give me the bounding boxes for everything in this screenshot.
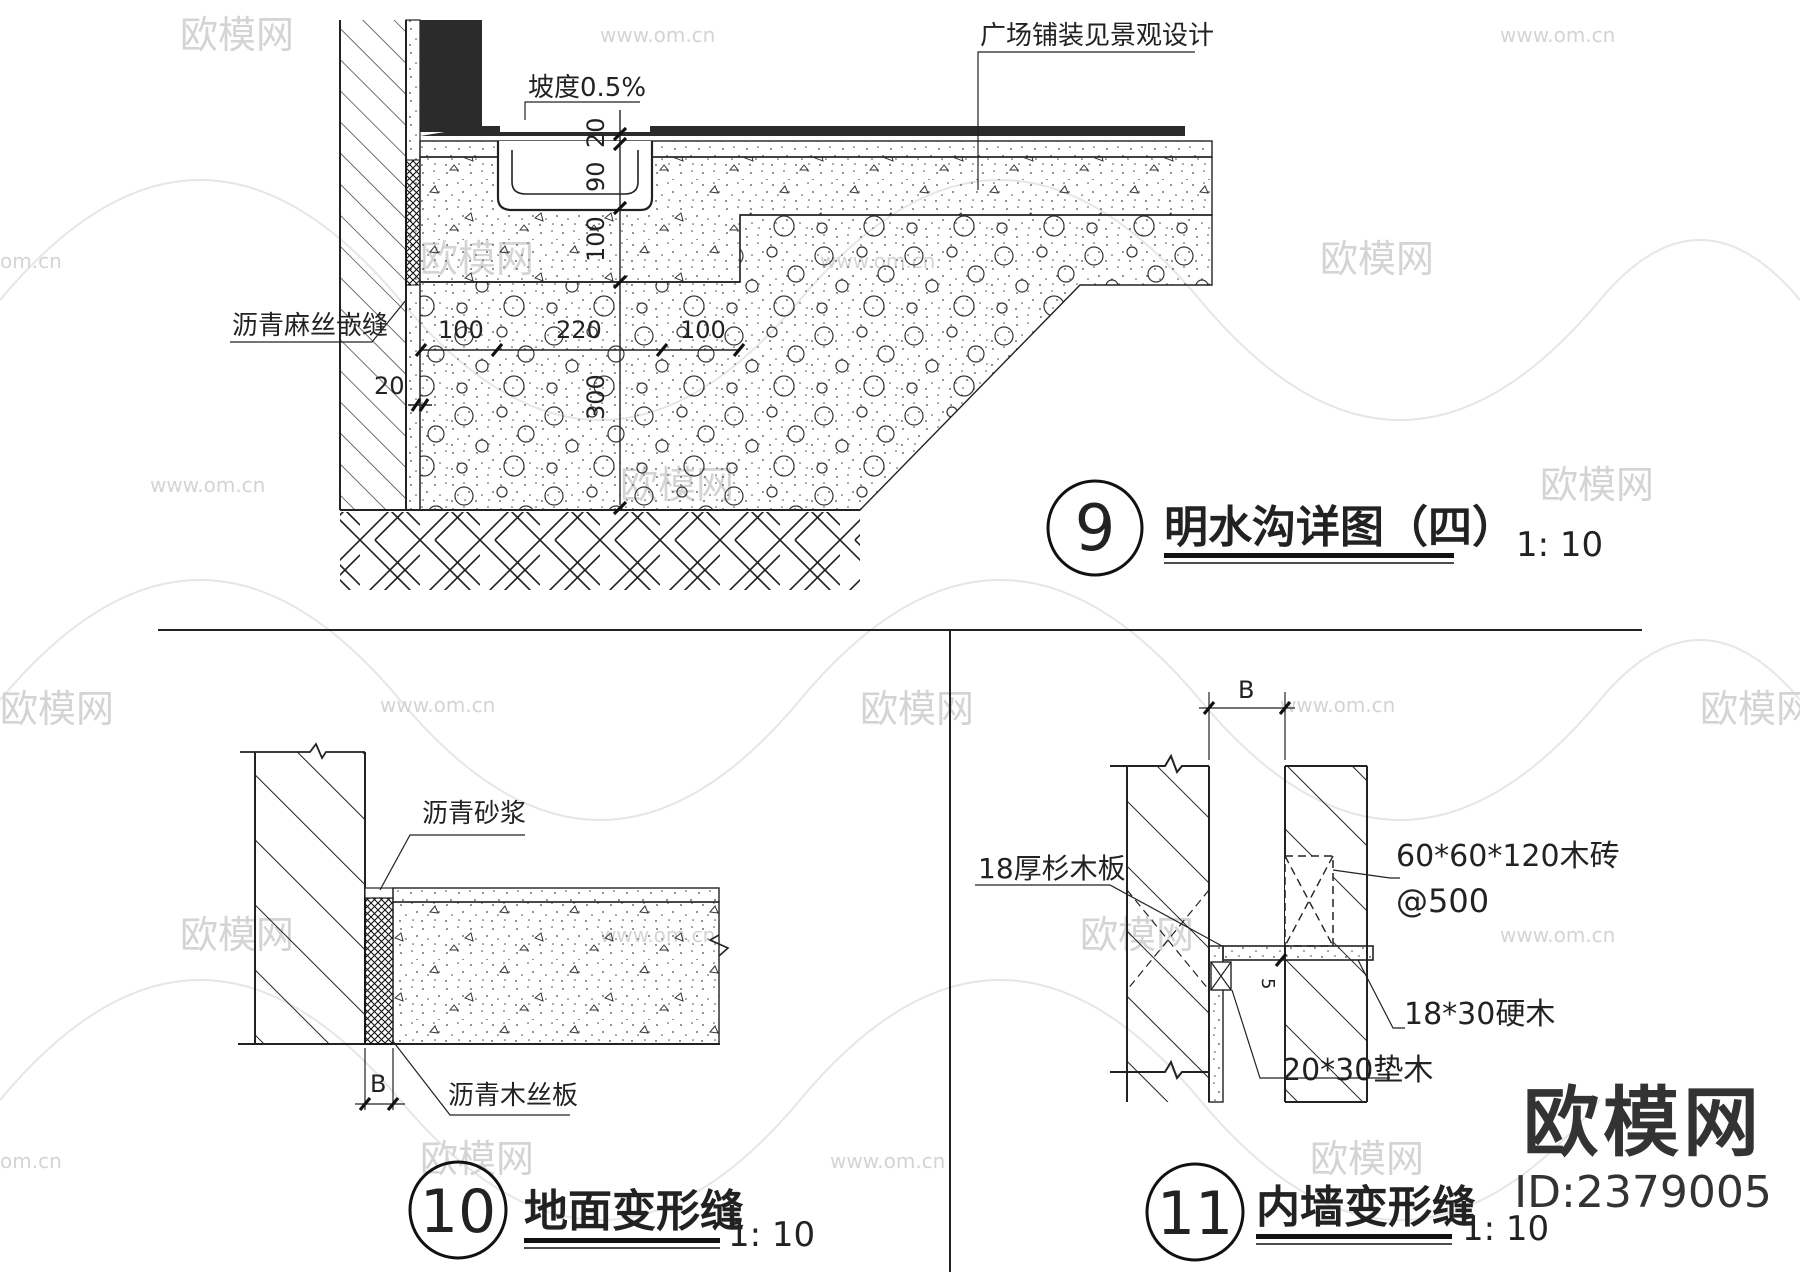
detail-9-scale: 1: 10	[1516, 525, 1603, 565]
detail-10-drawing	[238, 742, 730, 1116]
detail-10-callout	[408, 1160, 508, 1260]
earth-herringbone	[340, 512, 860, 590]
model-id: ID:2379005	[1514, 1167, 1772, 1218]
watermark-url: www.om.cn	[830, 1149, 945, 1173]
detail-9-drawing	[230, 19, 1213, 590]
detail-10-title: 地面变形缝	[524, 1186, 744, 1237]
curb-coping	[420, 20, 482, 132]
watermark-url: www.om.cn	[1500, 23, 1615, 47]
hardwood-strip	[1222, 945, 1374, 961]
watermark-url-short: om.cn	[0, 1149, 62, 1173]
watermark-url: www.om.cn	[1280, 693, 1395, 717]
watermark-url: www.om.cn	[1500, 923, 1615, 947]
watermark-brand: 欧模网	[0, 687, 114, 731]
watermark-brand: 欧模网	[860, 687, 974, 731]
watermark-url-short: om.cn	[0, 249, 62, 273]
watermark-brand: 欧模网	[1320, 237, 1434, 281]
detail-11-number: 11	[1157, 1179, 1233, 1249]
hardwood-label: 18*30硬木	[1404, 997, 1555, 1032]
watermark-brand: 欧模网	[420, 1137, 534, 1181]
joint-filler	[405, 159, 421, 286]
dim-20-top: 20	[582, 117, 610, 148]
asphalt-mortar	[364, 887, 394, 899]
detail-10-number: 10	[420, 1177, 496, 1247]
joint-label: 沥青麻丝嵌缝	[232, 311, 388, 341]
paving-note: 广场铺装见景观设计	[980, 21, 1214, 51]
dim-300: 300	[582, 374, 610, 420]
width-b-label: B	[1238, 676, 1254, 704]
detail-11-title: 内墙变形缝	[1256, 1182, 1476, 1233]
brand-logo: 欧模网 ID:2379005	[1508, 1085, 1778, 1215]
floor-finish	[392, 887, 720, 903]
watermark-url: www.om.cn	[380, 693, 495, 717]
watermark-brand: 欧模网	[1540, 463, 1654, 507]
detail-9-callout	[1046, 479, 1144, 577]
watermark-brand: 欧模网	[1700, 687, 1800, 731]
pavement-surface	[420, 126, 1185, 136]
dim-220: 220	[556, 316, 602, 344]
detail-10-labels: 沥青砂浆 沥青木丝板 B 10 地面变形缝 1: 10	[370, 799, 815, 1260]
detail-9-title: 明水沟详图（四）	[1164, 502, 1516, 553]
watermark-brand: 欧模网	[1310, 1137, 1424, 1181]
drain-channel	[496, 141, 654, 212]
board-label: 沥青木丝板	[448, 1081, 578, 1111]
detail-11-drawing	[975, 692, 1405, 1103]
plank-label: 18厚杉木板	[978, 852, 1126, 885]
spacing-label: @500	[1396, 882, 1489, 920]
wall-hatch	[340, 20, 406, 510]
wall-hatch	[255, 752, 365, 1044]
left-wall-hatch	[1127, 766, 1209, 1102]
dim-100-vertical: 100	[582, 216, 610, 262]
detail-11-callout	[1145, 1162, 1245, 1262]
brand-name: 欧模网	[1523, 1078, 1763, 1167]
dim-20-left: 20	[374, 372, 405, 400]
width-b-label: B	[370, 1070, 386, 1098]
asphalt-board	[364, 897, 394, 1045]
detail-9-labels: 广场铺装见景观设计 坡度0.5% 沥青麻丝嵌缝 20 90 100 300 10…	[232, 21, 1603, 577]
detail-9-number: 9	[1075, 492, 1116, 566]
pad-label: 20*30垫木	[1282, 1053, 1433, 1088]
slope-label: 坡度0.5%	[528, 73, 646, 103]
mortar-label: 沥青砂浆	[422, 799, 526, 829]
brick-label: 60*60*120木砖	[1396, 839, 1620, 874]
watermark-brand: 欧模网	[180, 13, 294, 57]
detail-11-labels: B 18厚杉木板 60*60*120木砖 @500 18*30硬木 20*30垫…	[978, 676, 1620, 1262]
detail-10-scale: 1: 10	[728, 1215, 815, 1255]
dim-5-label: 5	[1257, 978, 1278, 989]
dim-90: 90	[582, 161, 610, 192]
dim-100-right: 100	[680, 316, 726, 344]
dim-100-left: 100	[438, 316, 484, 344]
detail-11-scale: 1: 10	[1462, 1209, 1549, 1249]
watermark-url: www.om.cn	[600, 23, 715, 47]
floor-slab	[392, 901, 720, 1045]
watermark-url: www.om.cn	[150, 473, 265, 497]
